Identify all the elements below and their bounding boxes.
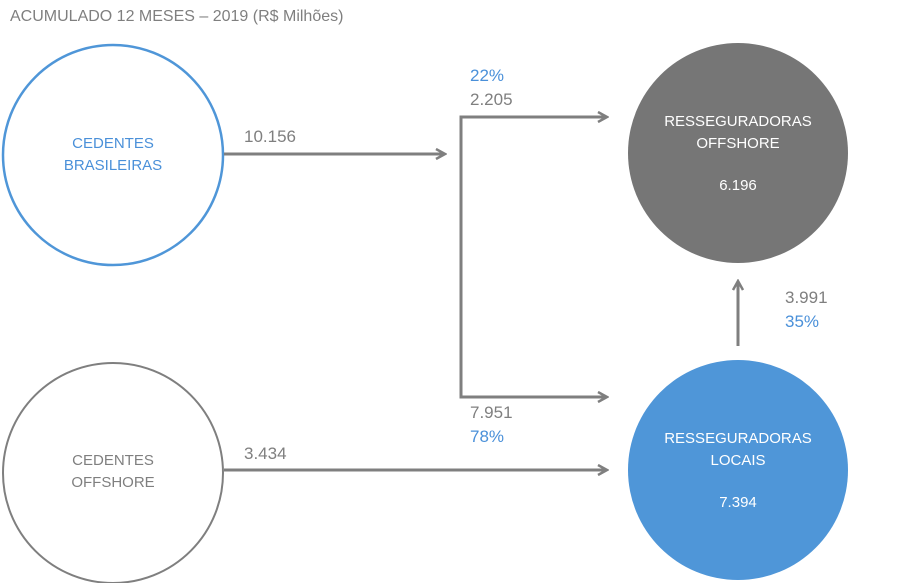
flow-percent-locais-to-offshore: 35% (785, 312, 820, 331)
flow-value-to-offshore: 2.205 (470, 90, 513, 109)
node-line2: OFFSHORE (696, 135, 780, 152)
flow-percent-to-locais: 78% (470, 427, 505, 446)
label-resseguradoras-locais: RESSEGURADORAS LOCAIS 7.394 (628, 428, 848, 514)
label-cedentes-offshore: CEDENTES OFFSHORE (3, 450, 223, 494)
node-line1: CEDENTES (72, 452, 154, 469)
flow-value-locais-to-offshore: 3.991 (785, 288, 828, 307)
flow-percent-to-offshore: 22% (470, 66, 505, 85)
label-resseguradoras-offshore: RESSEGURADORAS OFFSHORE 6.196 (628, 111, 848, 197)
flow-value-to-locais: 7.951 (470, 403, 513, 422)
diagram-title: ACUMULADO 12 MESES – 2019 (R$ Milhões) (10, 8, 344, 25)
node-resseguradoras-locais (628, 360, 848, 580)
label-cedentes-brasileiras: CEDENTES BRASILEIRAS (3, 133, 223, 177)
node-line1: RESSEGURADORAS (664, 430, 812, 447)
flow-value-brasileiras: 10.156 (244, 127, 296, 146)
node-value: 6.196 (719, 177, 757, 194)
node-line2: BRASILEIRAS (63, 157, 163, 174)
node-line1: RESSEGURADORAS (664, 113, 812, 130)
node-line2: OFFSHORE (71, 474, 155, 491)
node-value: 7.394 (719, 494, 757, 511)
node-cedentes-brasileiras (1, 43, 225, 267)
node-line1: CEDENTES (72, 135, 154, 152)
node-cedentes-offshore (2, 362, 224, 583)
node-resseguradoras-offshore (628, 43, 848, 263)
split-connector (459, 115, 607, 399)
flow-value-offshore-cedentes: 3.434 (244, 444, 287, 463)
node-line2: LOCAIS (710, 452, 766, 469)
